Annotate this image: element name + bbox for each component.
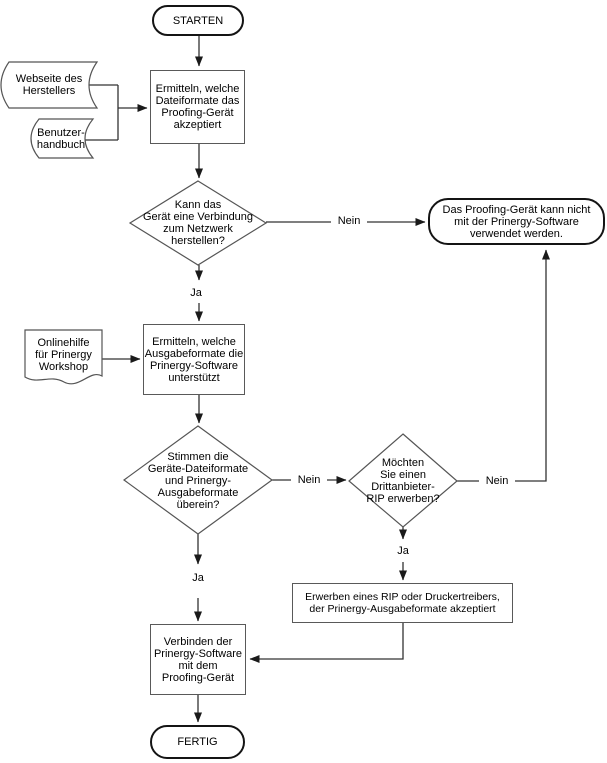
process-verbinden: Verbinden der Prinergy-Software mit dem …	[150, 624, 246, 695]
terminator-not-usable: Das Proofing-Gerät kann nicht mit der Pr…	[428, 198, 605, 245]
edge-label-decision3-nein: Nein	[479, 474, 515, 488]
process-ermitteln-ausgabeformate: Ermitteln, welche Ausgabeformate die Pri…	[143, 324, 245, 395]
process-ermitteln-dateiformate: Ermitteln, welche Dateiformate das Proof…	[150, 70, 245, 144]
erwerben-rip-label: Erwerben eines RIP oder Druckertreibers,…	[305, 591, 500, 615]
ermitteln-dateiformate-label: Ermitteln, welche Dateiformate das Proof…	[155, 83, 240, 131]
edge-label-decision3-ja: Ja	[397, 545, 409, 557]
stored-data-webseite-shape	[0, 61, 99, 109]
not-usable-label: Das Proofing-Gerät kann nicht mit der Pr…	[442, 203, 591, 240]
process-erwerben-rip: Erwerben eines RIP oder Druckertreibers,…	[292, 583, 513, 623]
terminator-start: STARTEN	[152, 5, 244, 36]
edge-erwerben-to-verbinden	[249, 623, 404, 663]
terminator-start-label: STARTEN	[172, 14, 224, 27]
webseite-label: Webseite des Herstellers	[15, 73, 83, 97]
decision-network-text: Kann das Gerät eine Verbindung zum Netzw…	[133, 186, 263, 260]
decision-thirdparty-rip-label: Möchten Sie einen Drittanbieter- RIP erw…	[366, 457, 440, 505]
verbinden-label: Verbinden der Prinergy-Software mit dem …	[153, 635, 243, 684]
terminator-end-label: FERTIG	[177, 736, 218, 748]
decision-formats-label: Stimmen die Geräte-Dateiformate und Prin…	[147, 450, 249, 511]
edge-decision3-nein-up	[457, 249, 550, 482]
benutzer-label: Benutzer- handbuch	[36, 126, 86, 151]
node-shapes	[0, 61, 458, 535]
document-onlinehilfe-shape	[24, 329, 103, 385]
decision-formats-shape	[122, 425, 274, 535]
edge-label-decision2-nein: Nein	[291, 473, 327, 487]
ermitteln-ausgabeformate-label: Ermitteln, welche Ausgabeformate die Pri…	[144, 335, 244, 384]
decision-network-label: Kann das Gerät eine Verbindung zum Netzw…	[142, 199, 254, 247]
onlinehilfe-label: Onlinehilfe für Prinergy Workshop	[35, 337, 92, 373]
terminator-end: FERTIG	[150, 725, 245, 759]
stored-data-benutzer-text: Benutzer- handbuch	[33, 119, 89, 158]
decision-thirdparty-rip-shape	[348, 433, 458, 528]
edge-label-decision1-ja: Ja	[190, 287, 202, 299]
edge-label-decision2-ja: Ja	[192, 572, 204, 584]
stored-data-benutzer-shape	[30, 118, 95, 159]
decision-formats-text: Stimmen die Geräte-Dateiformate und Prin…	[128, 435, 268, 526]
edge-label-decision1-nein: Nein	[331, 214, 367, 228]
document-onlinehilfe-text: Onlinehilfe für Prinergy Workshop	[25, 332, 102, 378]
decision-network-shape	[128, 180, 268, 266]
decision-thirdparty-rip-text: Möchten Sie einen Drittanbieter- RIP erw…	[351, 444, 455, 518]
stored-data-webseite-text: Webseite des Herstellers	[4, 62, 94, 108]
